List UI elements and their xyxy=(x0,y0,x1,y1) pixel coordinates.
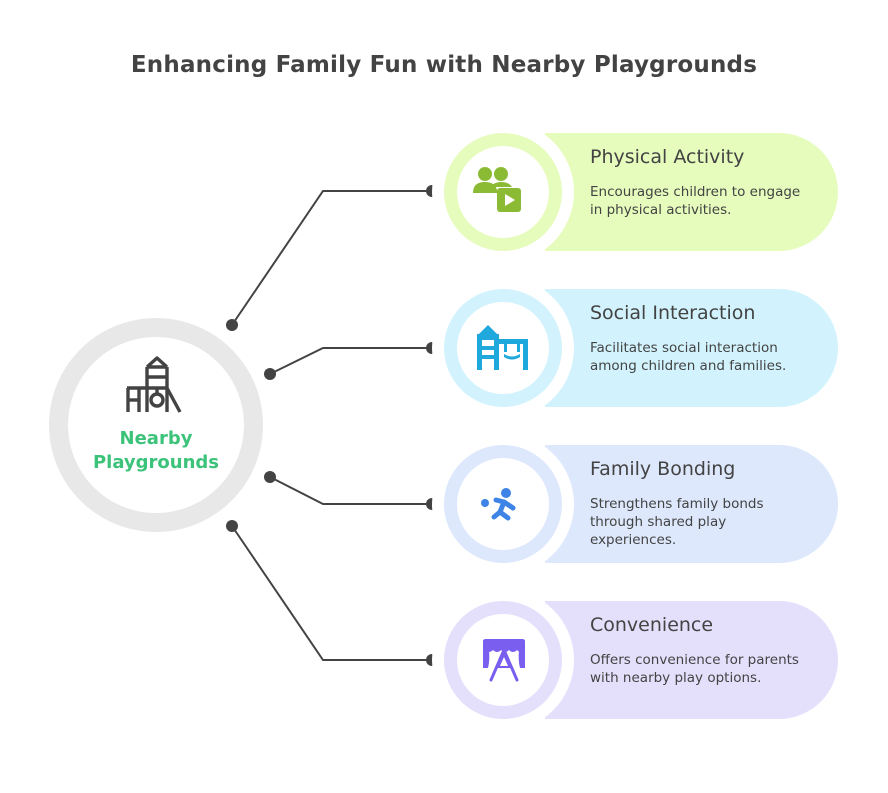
swing-canopy-icon xyxy=(483,639,525,682)
card-family-bonding: Family Bonding Strengthens family bonds … xyxy=(432,433,840,575)
hub-circle xyxy=(49,318,263,532)
connector-line-1 xyxy=(231,190,432,326)
hub-label: Nearby Playgrounds xyxy=(66,427,246,475)
child-playing-ball-icon xyxy=(481,488,516,521)
connector-line-3 xyxy=(269,476,432,505)
card-social-interaction: Social Interaction Facilitates social in… xyxy=(432,277,840,419)
playground-tower-icon xyxy=(126,356,182,413)
card-physical-activity: Physical Activity Encourages children to… xyxy=(432,121,840,263)
card-description: Offers convenience for parents with near… xyxy=(590,652,799,686)
connector-line-2 xyxy=(269,347,432,375)
connector-dot-hub-1 xyxy=(226,319,238,331)
connector-dot-hub-3 xyxy=(264,471,276,483)
card-heading: Physical Activity xyxy=(590,146,745,168)
card-description: Strengthens family bonds through shared … xyxy=(590,496,764,548)
users-play-icon xyxy=(473,167,521,212)
card-background xyxy=(545,289,838,407)
connector-dot-hub-2 xyxy=(264,368,276,380)
jungle-gym-icon xyxy=(477,325,528,370)
card-background xyxy=(545,601,838,719)
card-heading: Convenience xyxy=(590,614,714,636)
card-heading: Family Bonding xyxy=(590,458,736,480)
card-background xyxy=(545,133,838,251)
card-description: Encourages children to engage in physica… xyxy=(590,184,801,218)
card-background xyxy=(545,445,838,563)
card-heading: Social Interaction xyxy=(590,302,756,324)
connector-line-4 xyxy=(231,525,432,661)
hub-label-line-2: Playgrounds xyxy=(92,452,220,473)
card-description: Facilitates social interaction among chi… xyxy=(590,340,787,374)
card-convenience: Convenience Offers convenience for paren… xyxy=(432,589,840,731)
diagram-title: Enhancing Family Fun with Nearby Playgro… xyxy=(130,52,758,78)
card-icon-inner xyxy=(457,302,549,394)
hub-label-line-1: Nearby xyxy=(119,428,193,449)
connector-dot-hub-4 xyxy=(226,520,238,532)
